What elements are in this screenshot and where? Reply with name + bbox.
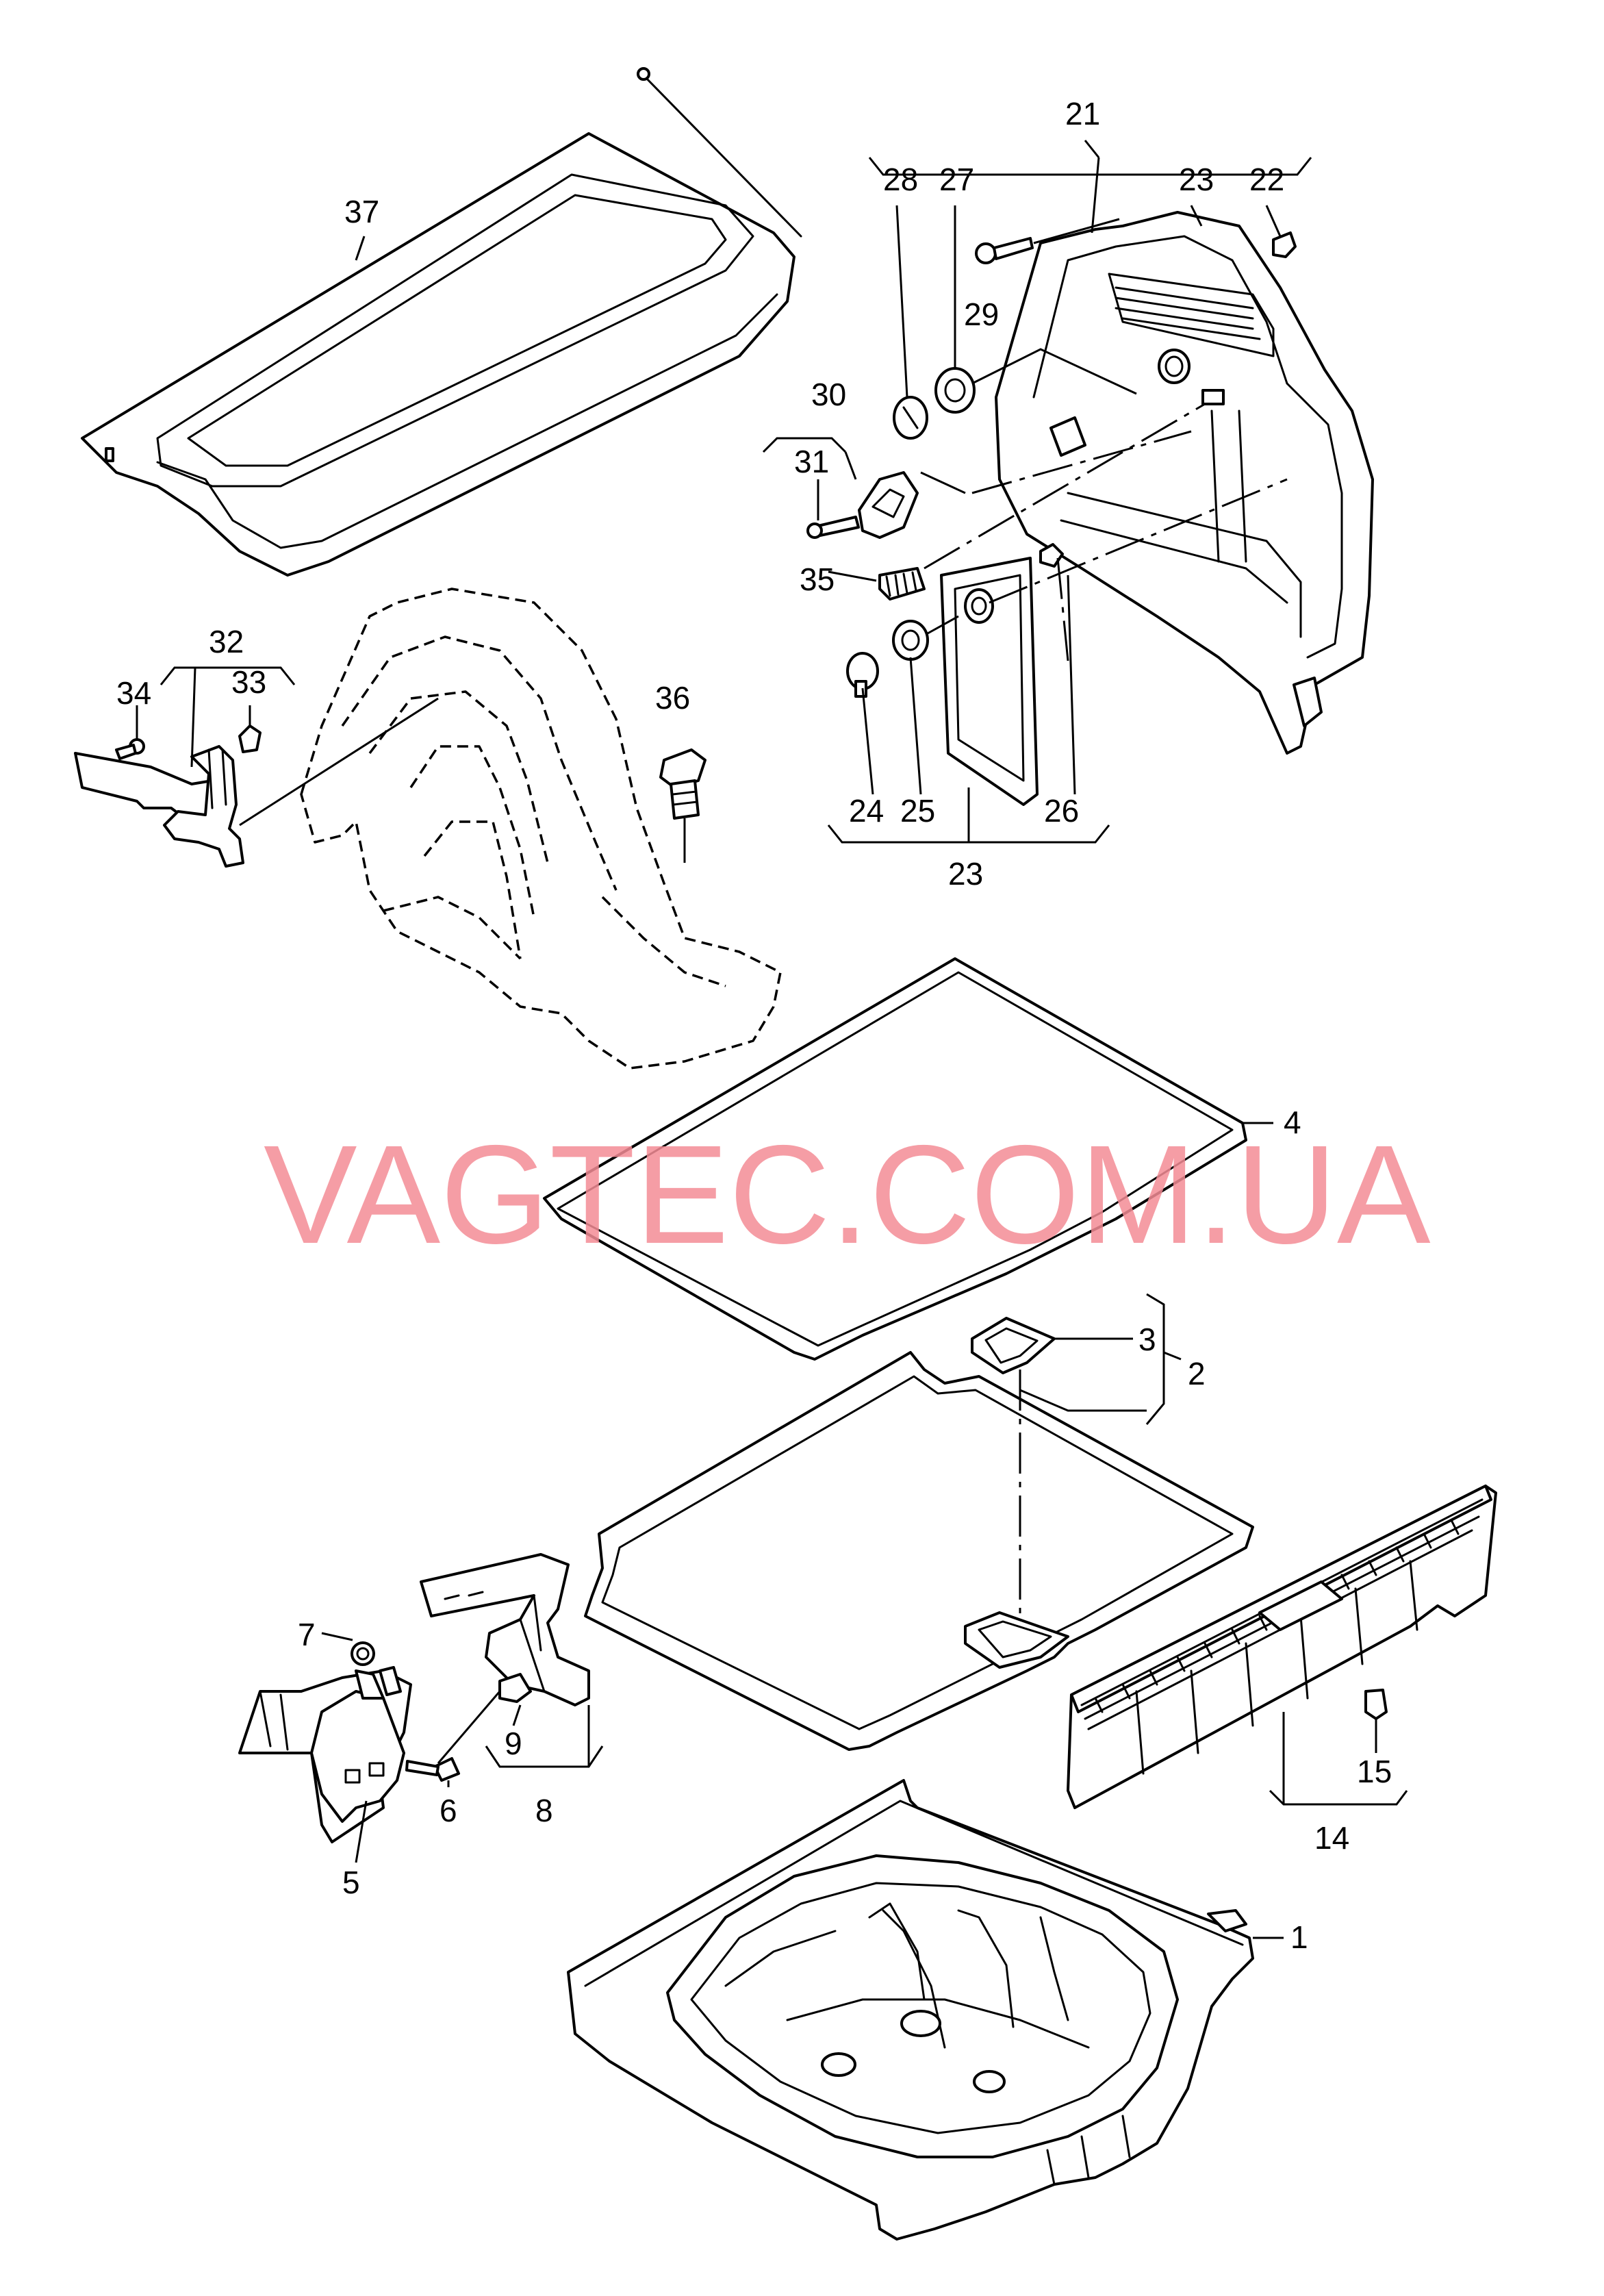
- watermark-text: VAGTEC.COM.UA: [264, 1116, 1431, 1273]
- spare-wheel-well-1-drawing: [567, 1779, 1254, 2241]
- part-label-29[interactable]: 29: [964, 297, 999, 332]
- part-label-26[interactable]: 26: [1044, 793, 1079, 829]
- part-label-21[interactable]: 21: [1065, 96, 1100, 131]
- plug-36-drawing: [659, 748, 706, 863]
- screw-29-drawing: [975, 218, 1120, 264]
- part-label-33[interactable]: 33: [231, 664, 266, 700]
- part-label-4[interactable]: 4: [1284, 1105, 1301, 1140]
- cover-panel-23-drawing: [940, 478, 1288, 806]
- sill-trim-14-drawing: [1067, 1485, 1497, 1809]
- part-label-5[interactable]: 5: [342, 1865, 360, 1900]
- bracket-8-drawing: [420, 1553, 590, 1764]
- parcel-shelf-drawing: [81, 67, 802, 577]
- leader-lines: [136, 140, 1408, 1939]
- floor-mat-2-drawing: [584, 1351, 1254, 1751]
- part-label-24[interactable]: 24: [849, 793, 884, 829]
- part-label-25[interactable]: 25: [900, 793, 935, 829]
- part-label-32[interactable]: 32: [209, 624, 244, 659]
- part-label-9[interactable]: 9: [505, 1726, 522, 1761]
- strip-35-drawing: [878, 403, 1206, 601]
- part-label-23-top[interactable]: 23: [1179, 162, 1214, 197]
- latch-30-drawing: [806, 430, 1192, 539]
- part-label-14[interactable]: 14: [1314, 1820, 1349, 1856]
- side-trim-drawing: [995, 211, 1374, 755]
- part-label-2[interactable]: 2: [1188, 1356, 1206, 1391]
- part-label-1[interactable]: 1: [1290, 1919, 1308, 1955]
- part-label-6[interactable]: 6: [440, 1793, 457, 1828]
- part-label-23-bottom[interactable]: 23: [948, 856, 983, 892]
- wheel-housing-outline: [300, 588, 782, 1070]
- bracket-5-drawing: [238, 1641, 460, 1843]
- part-label-31[interactable]: 31: [794, 444, 829, 479]
- part-label-3[interactable]: 3: [1138, 1322, 1156, 1357]
- part-label-28[interactable]: 28: [883, 162, 918, 197]
- part-label-22[interactable]: 22: [1249, 162, 1284, 197]
- part-label-8[interactable]: 8: [535, 1793, 553, 1828]
- grommet-3-drawing: [971, 1317, 1056, 1374]
- part-label-35[interactable]: 35: [800, 562, 835, 597]
- bracket-32-drawing: [74, 697, 439, 868]
- part-labels: 37 21 28 27 23 22 29 30 31 35 32 34 33 3…: [116, 96, 1392, 1955]
- part-label-37[interactable]: 37: [344, 194, 379, 229]
- floor-cover-4-drawing: [543, 957, 1247, 1361]
- clip-22-drawing: [1272, 231, 1297, 258]
- part-label-27[interactable]: 27: [939, 162, 974, 197]
- part-label-7[interactable]: 7: [298, 1617, 316, 1652]
- part-label-34[interactable]: 34: [116, 675, 151, 711]
- part-label-15[interactable]: 15: [1357, 1754, 1392, 1789]
- cap-28-drawing: [893, 396, 928, 440]
- part-label-30[interactable]: 30: [811, 377, 846, 412]
- part-label-36[interactable]: 36: [655, 680, 690, 716]
